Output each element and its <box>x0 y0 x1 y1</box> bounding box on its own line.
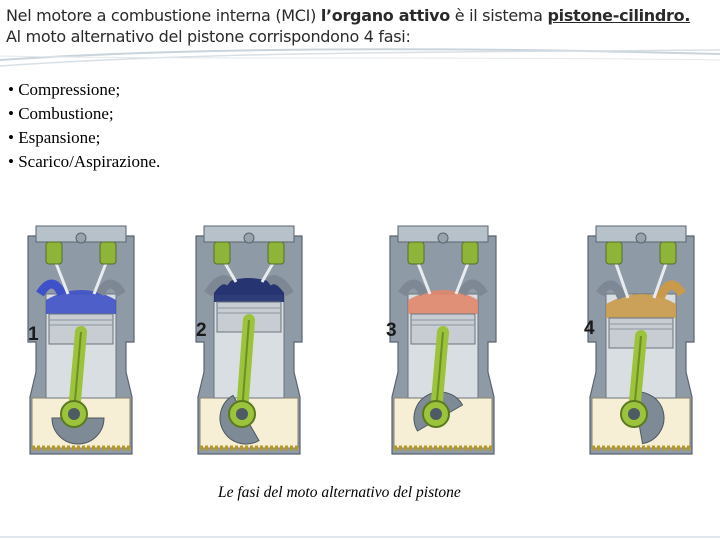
intake-port <box>596 280 627 300</box>
intake-port <box>204 275 233 297</box>
intake-valve-spring <box>605 241 623 265</box>
intake-valve-spring <box>213 241 231 265</box>
slide-header: Nel motore a combustione interna (MCI) l… <box>6 5 716 47</box>
engine-illustration <box>587 225 695 455</box>
connecting-rod-edge <box>633 335 642 413</box>
engine-phase-diagram <box>190 222 308 470</box>
phase-list-item: • Espansione; <box>8 128 101 147</box>
spark-plug <box>243 232 255 244</box>
phase-number-label: 1 <box>28 324 39 345</box>
exhaust-valve-spring <box>659 241 677 265</box>
header-text: Nel motore a combustione interna (MCI) <box>6 6 321 25</box>
crank-pin-hole <box>628 408 640 420</box>
exhaust-port <box>265 275 294 297</box>
phase-number-label: 4 <box>584 318 595 339</box>
intake-valve <box>612 257 630 299</box>
phase-number-label: 2 <box>196 320 207 341</box>
intake-valve-spring <box>45 241 63 265</box>
connecting-rod-edge <box>435 331 444 413</box>
engine-phase-diagram <box>582 222 700 470</box>
combustion-chamber <box>606 294 676 318</box>
spark-plug <box>437 232 449 244</box>
exhaust-valve-spring <box>99 241 117 265</box>
crank-pin-hole <box>68 408 80 420</box>
crank-pin-hole <box>430 408 442 420</box>
exhaust-valve <box>652 257 670 299</box>
engine-phase-diagram <box>384 222 502 470</box>
phase-number-label: 3 <box>386 320 397 341</box>
connecting-rod-edge <box>73 331 82 413</box>
exhaust-port <box>457 279 488 297</box>
phase-list: • Compressione; • Combustione; • Espansi… <box>8 78 160 174</box>
header-underlined-text: pistone-cilindro. <box>547 6 691 25</box>
combustion-chamber <box>214 278 284 302</box>
intake-port <box>36 279 67 297</box>
decorative-swoosh <box>0 48 720 67</box>
spark-plug <box>75 232 87 244</box>
intake-valve-spring <box>407 241 425 265</box>
header-text: è il sistema <box>449 6 548 25</box>
figure-caption: Le fasi del moto alternativo del pistone <box>218 484 461 501</box>
header-line-2: Al moto alternativo del pistone corrispo… <box>6 27 411 46</box>
intake-port <box>398 279 429 297</box>
crank-pin-hole <box>236 408 248 420</box>
spark-plug <box>635 232 647 244</box>
footer-line <box>0 536 720 538</box>
exhaust-port <box>95 279 126 297</box>
combustion-chamber <box>408 290 478 314</box>
phase-list-item: • Scarico/Aspirazione. <box>8 152 161 171</box>
header-line-1: Nel motore a combustione interna (MCI) l… <box>6 5 716 26</box>
exhaust-port <box>655 280 686 300</box>
connecting-rod-edge <box>241 319 250 413</box>
engine-illustration <box>389 225 497 455</box>
engine-illustration <box>27 225 135 455</box>
header-bold-text: l’organo attivo <box>320 6 450 25</box>
combustion-chamber <box>46 290 116 314</box>
engine-illustration <box>195 225 303 455</box>
exhaust-valve-spring <box>267 241 285 265</box>
phase-list-item: • Compressione; <box>8 80 121 99</box>
phase-list-item: • Combustione; <box>8 104 114 123</box>
engine-phase-diagram <box>22 222 140 470</box>
exhaust-valve-spring <box>461 241 479 265</box>
